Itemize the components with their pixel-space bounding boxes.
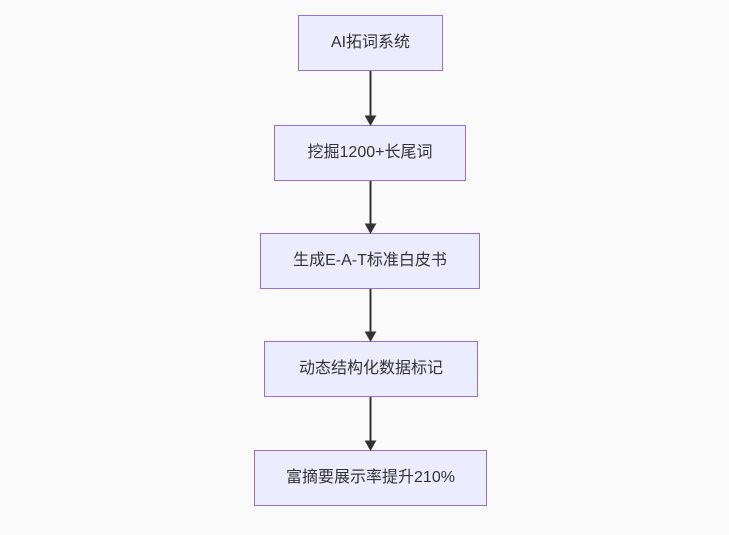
flow-node-label: 动态结构化数据标记 (298, 360, 443, 378)
arrow-n2-n3 (364, 181, 377, 235)
arrow-n3-n4 (364, 289, 377, 343)
flow-node-longtail-mining: 挖掘1200+长尾词 (274, 125, 466, 181)
flow-node-ai-keyword-system: AI拓词系统 (298, 15, 443, 71)
arrow-n1-n2 (364, 71, 377, 127)
flow-node-label: 挖掘1200+长尾词 (307, 144, 433, 162)
flow-node-label: AI拓词系统 (330, 34, 411, 52)
flow-node-label: 生成E-A-T标准白皮书 (293, 252, 447, 270)
flow-node-rich-snippet-result: 富摘要展示率提升210% (254, 450, 487, 506)
flow-node-structured-data: 动态结构化数据标记 (264, 341, 478, 397)
flow-node-eat-whitepaper: 生成E-A-T标准白皮书 (260, 233, 480, 289)
flow-node-label: 富摘要展示率提升210% (286, 469, 455, 487)
arrow-n4-n5 (364, 397, 377, 452)
